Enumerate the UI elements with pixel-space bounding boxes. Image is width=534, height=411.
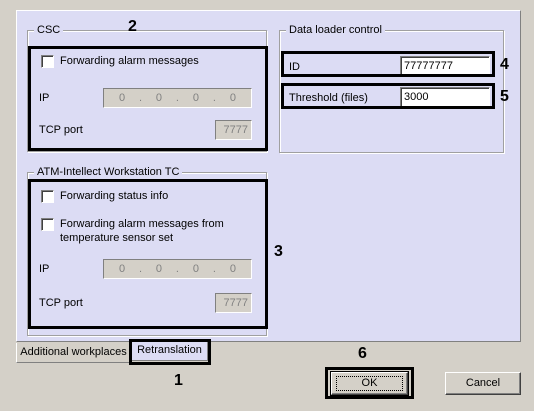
callout-3: 3 xyxy=(274,243,283,260)
data-loader-legend: Data loader control xyxy=(286,23,385,37)
atm-ip-octet-2: 0 xyxy=(155,263,163,275)
csc-ip-octet-1: 0 xyxy=(118,92,126,104)
checkbox-box[interactable] xyxy=(41,190,54,203)
retranslation-panel: CSC Forwarding alarm messages IP 0. 0. 0… xyxy=(16,10,521,342)
callout-5: 5 xyxy=(500,88,509,105)
callout-4: 4 xyxy=(500,56,509,73)
atm-forward-temp-checkbox[interactable]: Forwarding alarm messages from temperatu… xyxy=(41,217,224,245)
csc-legend: CSC xyxy=(34,23,64,37)
loader-id-input[interactable]: 77777777 xyxy=(400,56,490,76)
ip-dot: . xyxy=(212,263,216,275)
atm-ip-octet-1: 0 xyxy=(118,263,126,275)
atm-tcp-port-label: TCP port xyxy=(39,297,83,309)
atm-ip-octet-3: 0 xyxy=(192,263,199,275)
data-loader-group: Data loader control xyxy=(279,23,504,153)
csc-ip-octet-3: 0 xyxy=(192,92,199,104)
csc-ip-input[interactable]: 0. 0. 0. 0 xyxy=(103,88,252,108)
atm-forward-temp-label-line1: Forwarding alarm messages from xyxy=(60,218,224,230)
csc-ip-octet-2: 0 xyxy=(155,92,163,104)
callout-1: 1 xyxy=(174,372,183,389)
atm-legend: ATM-Intellect Workstation TC xyxy=(34,165,183,179)
loader-id-label: ID xyxy=(289,61,300,73)
tab-retranslation[interactable]: Retranslation xyxy=(131,341,208,361)
csc-ip-octet-4: 0 xyxy=(229,92,236,104)
csc-forward-alarm-label: Forwarding alarm messages xyxy=(60,55,199,67)
cancel-button[interactable]: Cancel xyxy=(445,372,521,395)
callout-6: 6 xyxy=(358,345,367,362)
checkbox-box[interactable] xyxy=(41,55,54,68)
ip-dot: . xyxy=(138,263,143,275)
tab-additional-workplaces[interactable]: Additional workplaces xyxy=(16,343,131,363)
checkbox-box[interactable] xyxy=(41,218,54,231)
ip-dot: . xyxy=(212,92,216,104)
loader-threshold-input[interactable]: 3000 xyxy=(400,87,490,107)
atm-ip-label: IP xyxy=(39,263,50,275)
atm-ip-input[interactable]: 0. 0. 0. 0 xyxy=(103,259,252,279)
ok-button-label: OK xyxy=(361,377,378,389)
atm-forward-status-checkbox[interactable]: Forwarding status info xyxy=(41,189,168,203)
atm-ip-octet-4: 0 xyxy=(229,263,236,275)
atm-tcp-port-input[interactable]: 7777 xyxy=(215,293,252,313)
ip-dot: . xyxy=(175,263,179,275)
csc-tcp-port-label: TCP port xyxy=(39,124,83,136)
ok-button[interactable]: OK xyxy=(330,371,409,396)
atm-forward-temp-label: Forwarding alarm messages from temperatu… xyxy=(60,217,224,245)
loader-threshold-label: Threshold (files) xyxy=(289,92,368,104)
callout-2: 2 xyxy=(128,18,137,35)
atm-forward-status-label: Forwarding status info xyxy=(60,190,169,202)
csc-forward-alarm-checkbox[interactable]: Forwarding alarm messages xyxy=(41,54,199,68)
ip-dot: . xyxy=(175,92,179,104)
ip-dot: . xyxy=(138,92,143,104)
atm-forward-temp-label-line2: temperature sensor set xyxy=(60,232,174,244)
focus-rect xyxy=(336,376,403,391)
csc-ip-label: IP xyxy=(39,92,50,104)
csc-tcp-port-input[interactable]: 7777 xyxy=(215,120,252,140)
